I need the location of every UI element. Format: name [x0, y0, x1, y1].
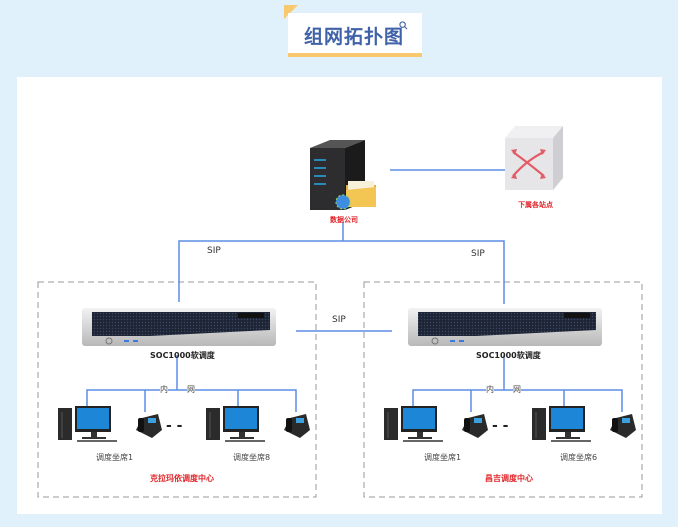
ip-phone-icon: [136, 414, 162, 438]
workstation-computer-icon: [384, 406, 443, 442]
sip-label-middle: SIP: [332, 315, 346, 325]
seat-label: 调度坐席1: [424, 453, 462, 462]
ellipsis-left: - -: [166, 418, 183, 434]
soc1000-server-right-icon: [408, 308, 602, 346]
workstation-computer-icon: [206, 406, 265, 442]
sip-label-right: SIP: [471, 249, 485, 259]
title-tab: [288, 13, 422, 57]
ip-phone-icon: [284, 414, 310, 438]
server-label-left: SOC1000软调度: [150, 351, 215, 360]
sip-label-left: SIP: [207, 246, 221, 256]
lan-label-right-2: 网: [513, 384, 521, 395]
page-title: 组网拓扑图: [304, 26, 405, 48]
lan-label-left-1: 内: [160, 384, 168, 395]
workstations: [58, 406, 636, 442]
workstation-computer-icon: [58, 406, 117, 442]
search-icon[interactable]: [399, 21, 408, 30]
soc1000-server-left-icon: [82, 308, 276, 346]
center-box-left: [37, 281, 317, 498]
lan-label-left-2: 网: [187, 384, 195, 395]
center-name-right: 昌吉调度中心: [485, 474, 533, 483]
ip-phone-icon: [462, 414, 488, 438]
ip-phone-icon: [610, 414, 636, 438]
substation-label: 下属各站点: [518, 201, 553, 209]
server-label-right: SOC1000软调度: [476, 351, 541, 360]
data-company-label: 数据公司: [330, 216, 358, 224]
workstation-computer-icon: [532, 406, 591, 442]
ellipsis-right: - -: [492, 418, 509, 434]
center-box-right: [363, 281, 643, 498]
seat-label: 调度坐席6: [560, 453, 598, 462]
seat-label: 调度坐席8: [233, 453, 271, 462]
network-switch-icon: [505, 126, 563, 190]
lan-label-right-1: 内: [486, 384, 494, 395]
server-with-folder-icon: [310, 140, 376, 210]
seat-label: 调度坐席1: [96, 453, 134, 462]
link-sip-bus: [178, 240, 505, 304]
center-name-left: 克拉玛依调度中心: [150, 474, 214, 483]
